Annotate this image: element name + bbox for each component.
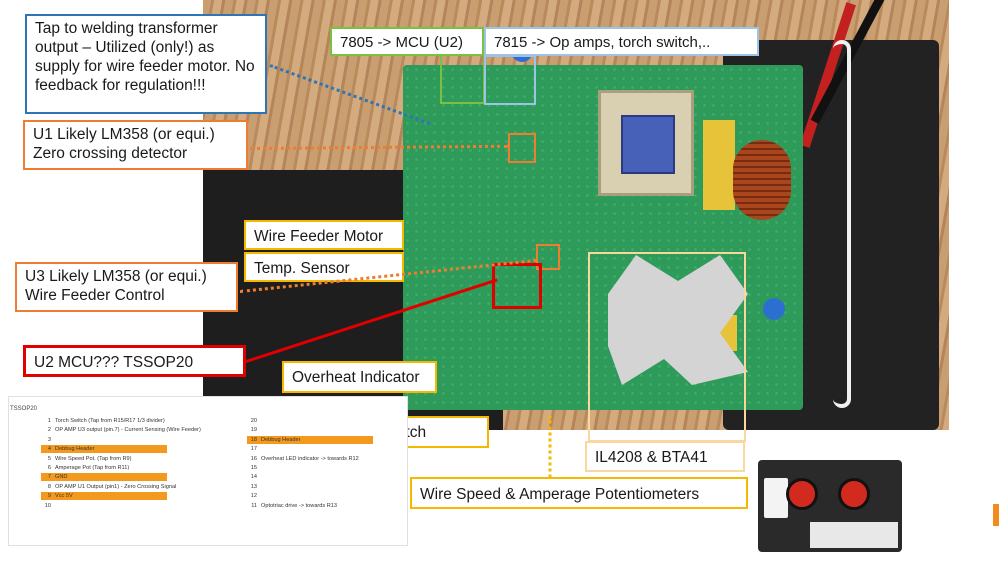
pin-number: 18	[250, 436, 257, 443]
pin-number: 9	[47, 493, 51, 500]
u3-callout-line2: Wire Feeder Control	[25, 287, 165, 304]
pin-number: 1	[47, 418, 51, 424]
pin-number: 6	[47, 465, 51, 471]
white-wire	[833, 40, 851, 408]
front-panel-photo	[758, 460, 902, 552]
pinout-sheet: TSSOP20 1 Torch Switch (Tap from R15/R17 …	[8, 396, 408, 546]
u1-callout-line2: Zero crossing detector	[33, 145, 188, 162]
u3-callout-line1: U3 Likely LM358 (or equi.)	[25, 268, 207, 285]
pin-number: 5	[47, 455, 51, 462]
pinout-row: 1 Torch Switch (Tap from R15/R17 1/3 divi…	[41, 417, 167, 425]
pin-number: 12	[250, 493, 257, 500]
triac-callout: IL4208 & BTA41	[585, 441, 745, 472]
pin-number: 15	[250, 465, 257, 471]
pin-function: Vcc 5V	[55, 493, 73, 500]
triac-highlight	[588, 252, 746, 442]
panel-label	[764, 478, 788, 518]
u2-mcu-callout: U2 MCU??? TSSOP20	[23, 345, 246, 377]
pinout-row: 8 OP AMP U1 Output (pin1) - Zero Crossing…	[41, 483, 176, 491]
pinout-row: 11 Optotriac drive -> towards R13	[247, 502, 373, 510]
pinout-row: 7 GND	[41, 473, 167, 482]
pin-function: Debbug Header	[261, 436, 301, 443]
pin-number: 17	[250, 446, 257, 453]
toroid-coil	[733, 140, 791, 220]
pinout-row: 18 Debbug Header	[247, 435, 373, 444]
transformer	[598, 90, 694, 196]
pin-function: Optotriac drive -> towards R13	[261, 502, 338, 509]
accent-bar	[993, 504, 999, 526]
pin-function: Amperage Pot (Tap from R11)	[55, 465, 130, 471]
settings-table	[810, 522, 898, 548]
pcb-photo	[203, 0, 949, 430]
pin-function: OP AMP U3 output (pin.7) - Current Sensi…	[55, 427, 201, 434]
u3-highlight	[536, 244, 560, 270]
pin-function: GND	[55, 474, 68, 481]
overheat-indicator-callout: Overheat Indicator	[282, 361, 437, 393]
pinout-row: 4 Debbug Header	[41, 445, 167, 454]
pin-number: 11	[251, 502, 257, 509]
pinout-row: 17	[247, 445, 373, 453]
pin-number: 14	[250, 474, 257, 481]
pin-function: Torch Switch (Tap from R15/R17 1/3 divid…	[55, 418, 165, 424]
pin-number: 3	[47, 436, 51, 443]
regulator-7805-callout: 7805 -> MCU (U2)	[330, 27, 484, 56]
potentiometers-callout: Wire Speed & Amperage Potentiometers	[410, 477, 748, 509]
pinout-row: 12	[247, 492, 373, 500]
pinout-row: 19	[247, 426, 373, 434]
pin-number: 10	[44, 502, 51, 509]
pin-number: 19	[250, 427, 257, 434]
pinout-row: 9 Vcc 5V	[41, 492, 167, 501]
pin-number: 20	[250, 418, 257, 424]
pinout-row: 13	[247, 483, 373, 491]
pin-function: Wire Speed Pot. (Tap from R9)	[55, 455, 132, 462]
pinout-row: 14	[247, 473, 373, 481]
pin-function: Debbug Header	[55, 446, 95, 453]
pinout-row: 10	[41, 502, 167, 510]
wire-feeder-motor-callout: Wire Feeder Motor	[244, 220, 404, 250]
amperage-knob	[838, 478, 870, 510]
circuit-board	[403, 65, 803, 410]
u1-highlight	[508, 133, 536, 163]
pin-number: 7	[47, 474, 51, 481]
u1-callout-line1: U1 Likely LM358 (or equi.)	[33, 126, 215, 143]
regulator-7805-highlight	[440, 52, 485, 104]
blue-capacitor	[763, 298, 785, 320]
pinout-row: 5 Wire Speed Pot. (Tap from R9)	[41, 455, 167, 463]
pinout-row: 20	[247, 417, 373, 425]
temp-sensor-callout: Temp. Sensor	[244, 252, 404, 282]
pin-function: Overheat LED indicator -> towards R12	[261, 455, 359, 462]
pinout-title: TSSOP20	[10, 406, 38, 412]
pinout-row: 2 OP AMP U3 output (pin.7) - Current Sens…	[41, 426, 201, 434]
tap-callout: Tap to welding transformer output – Util…	[25, 14, 267, 114]
pin-number: 2	[47, 427, 51, 434]
u1-callout: U1 Likely LM358 (or equi.) Zero crossing…	[23, 120, 248, 170]
u3-callout: U3 Likely LM358 (or equi.) Wire Feeder C…	[15, 262, 238, 312]
pinout-row: 6 Amperage Pot (Tap from R11)	[41, 464, 167, 472]
yellow-capacitor	[703, 120, 735, 210]
pinout-row: 15	[247, 464, 373, 472]
pinout-row: 3	[41, 436, 167, 444]
regulator-7815-highlight	[484, 55, 536, 105]
pin-number: 16	[250, 455, 257, 462]
pin-number: 8	[47, 483, 51, 490]
torch-switch-callout: itch	[392, 416, 489, 448]
pin-number: 4	[47, 446, 51, 453]
potentiometers-arrow	[548, 415, 552, 478]
wire-speed-knob	[786, 478, 818, 510]
regulator-7815-callout: 7815 -> Op amps, torch switch,..	[484, 27, 759, 56]
pinout-row: 16 Overheat LED indicator -> towards R12	[247, 455, 373, 463]
pin-function: OP AMP U1 Output (pin1) - Zero Crossing …	[55, 483, 177, 490]
pin-number: 13	[250, 483, 257, 490]
u2-highlight	[492, 263, 542, 309]
